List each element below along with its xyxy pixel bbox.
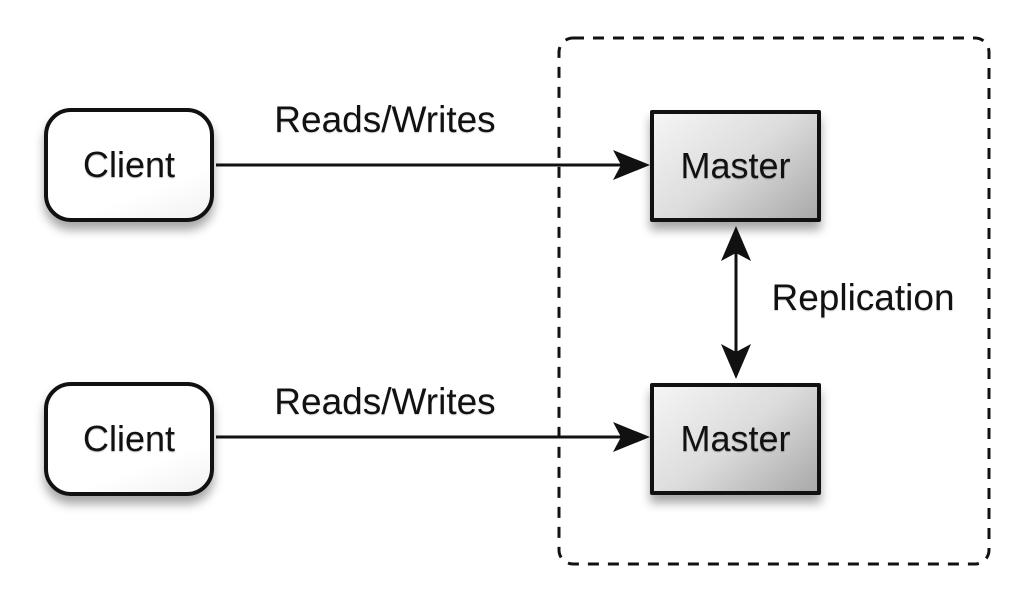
replication-arrow-down-head: [721, 344, 751, 379]
master-node-bottom: Master: [650, 383, 821, 495]
client-node-bottom-label: Client: [82, 418, 176, 459]
replication-group-boundary: [557, 36, 991, 566]
client-node-top-label: Client: [82, 144, 176, 185]
reads-writes-arrow-bottom-head: [613, 422, 650, 452]
client-node-bottom: Client: [44, 382, 214, 496]
master-node-top-label: Master: [680, 145, 791, 186]
replication-arrow-up-head: [721, 226, 751, 261]
client-node-top: Client: [44, 108, 214, 222]
reads-writes-label-top: Reads/Writes: [274, 99, 496, 140]
master-node-top: Master: [650, 110, 821, 222]
replication-label: Replication: [771, 277, 955, 318]
master-node-bottom-label: Master: [680, 418, 791, 459]
reads-writes-arrow-top-head: [613, 150, 650, 180]
reads-writes-label-bottom: Reads/Writes: [274, 381, 496, 422]
